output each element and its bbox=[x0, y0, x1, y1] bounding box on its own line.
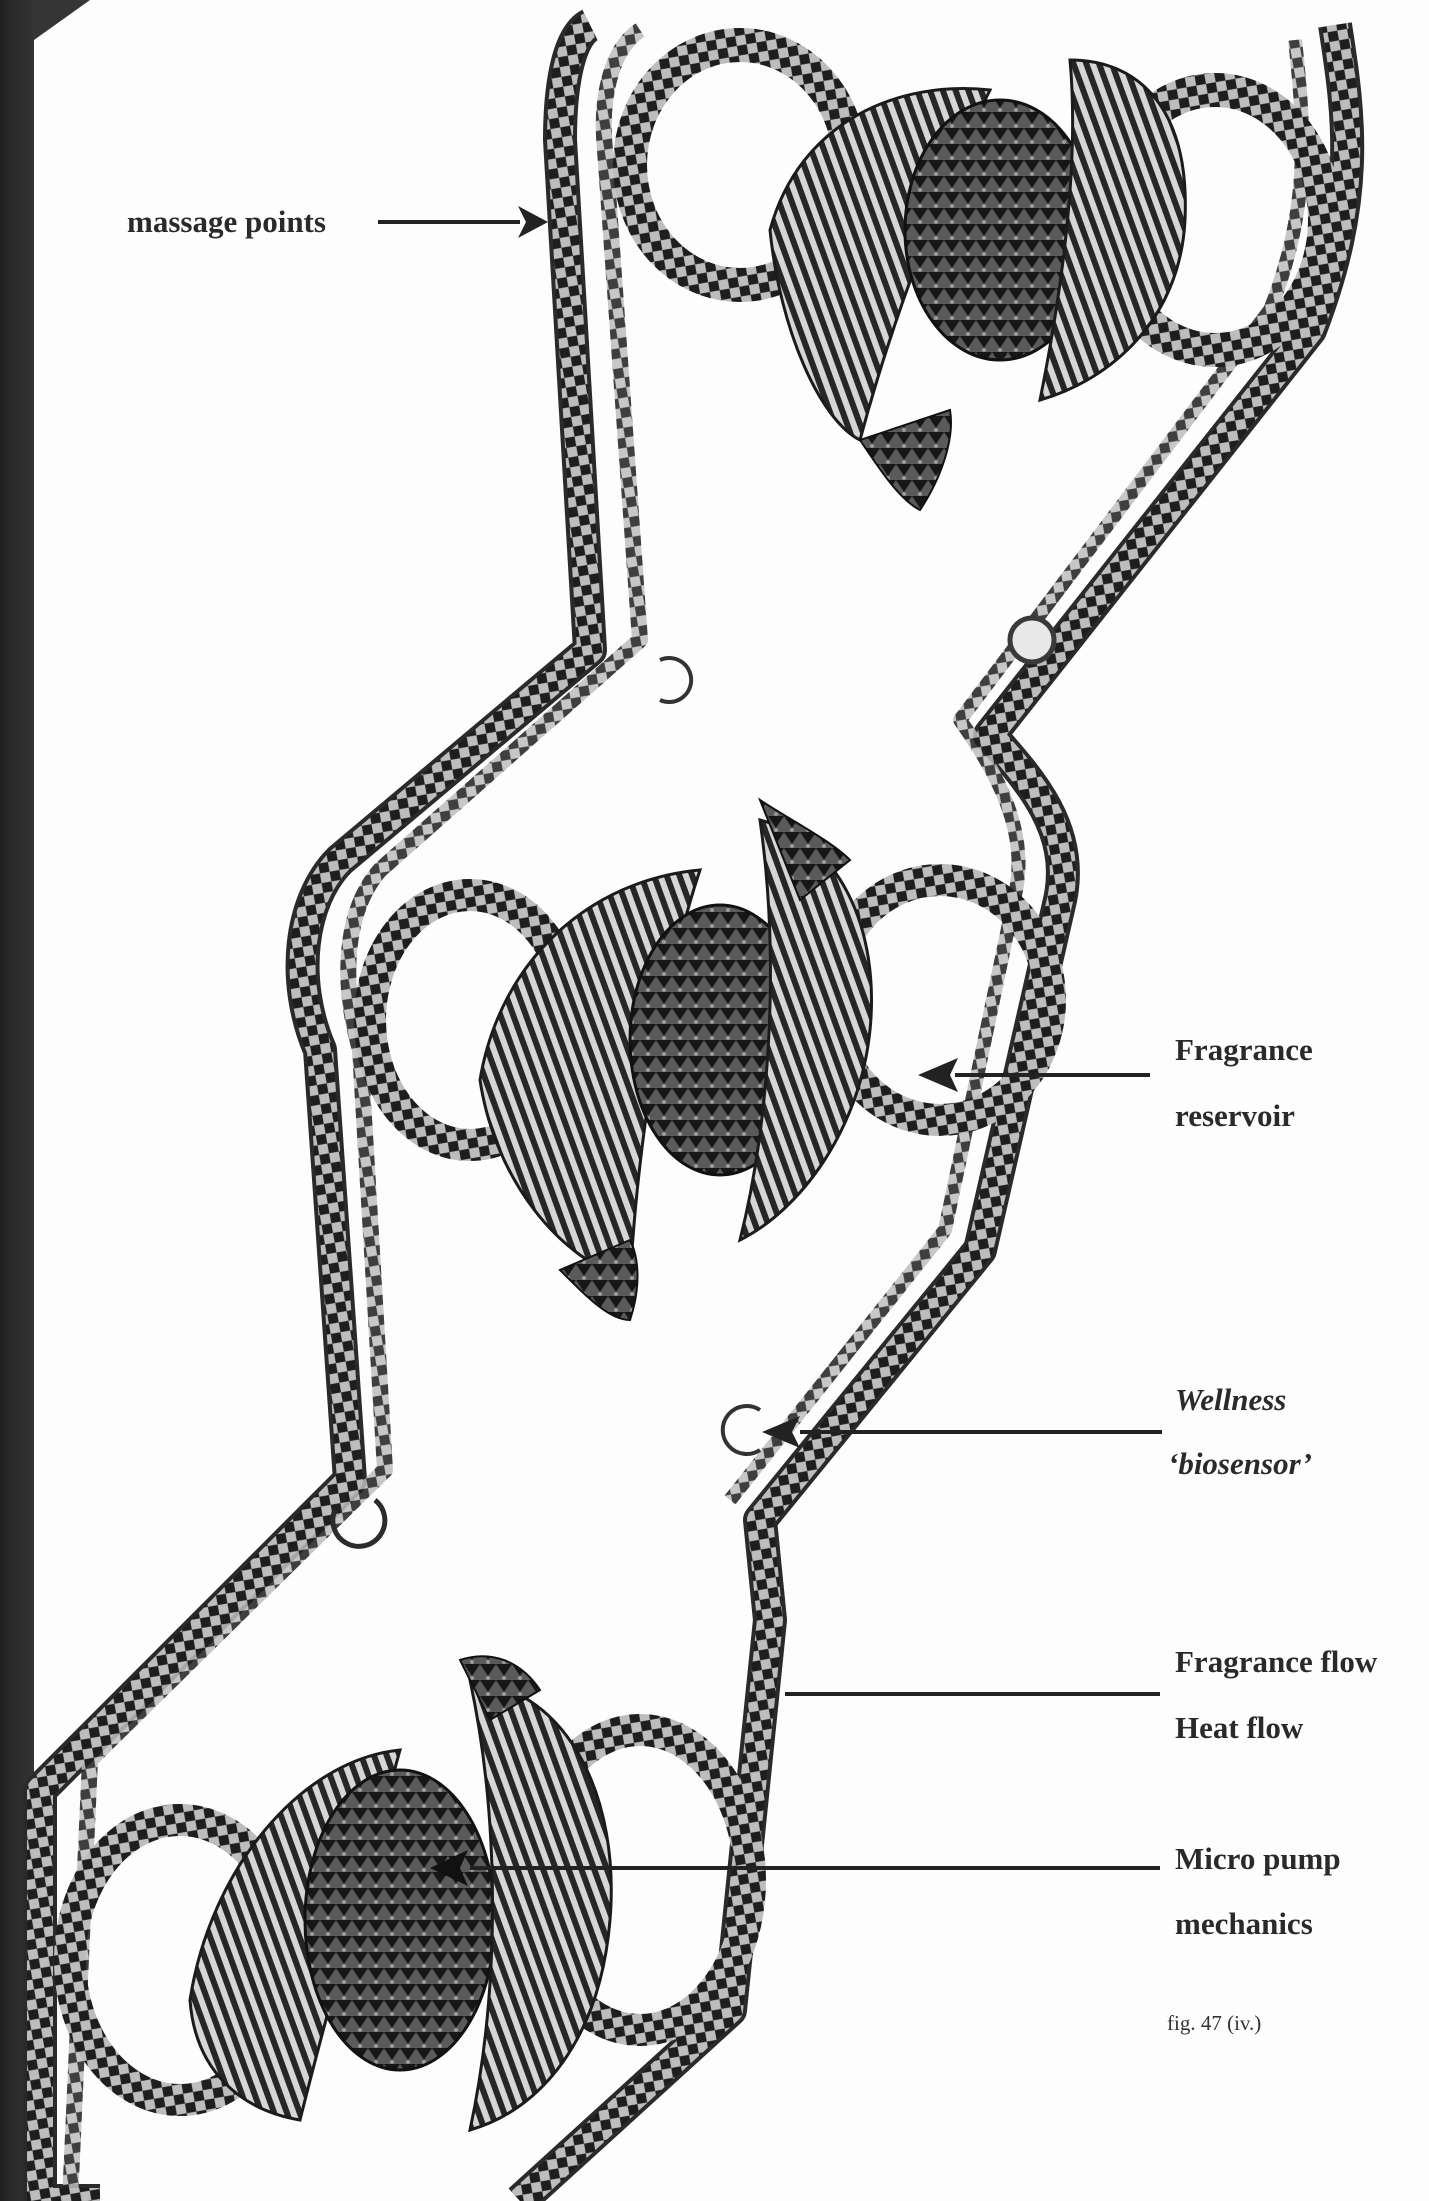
label-massage-points: massage points bbox=[127, 206, 326, 237]
label-fragrance-reservoir-line2: reservoir bbox=[1175, 1100, 1295, 1131]
biosensor-top-right bbox=[1010, 618, 1054, 662]
arrow-massage-points bbox=[378, 206, 548, 238]
label-wellness-biosensor-line1: Wellness bbox=[1175, 1384, 1286, 1415]
module-bottom bbox=[70, 1656, 750, 2130]
label-micro-pump-line1: Micro pump bbox=[1175, 1843, 1341, 1874]
label-wellness-biosensor-line2: ‘biosensor’ bbox=[1168, 1448, 1312, 1479]
label-fragrance-flow: Fragrance flow bbox=[1175, 1646, 1377, 1677]
helix-core bbox=[305, 1770, 495, 2070]
helix-tail bbox=[860, 410, 951, 510]
biosensor-top-left bbox=[660, 658, 691, 702]
label-heat-flow: Heat flow bbox=[1175, 1712, 1303, 1743]
biosensor-middle bbox=[723, 1406, 760, 1454]
figure-caption: fig. 47 (iv.) bbox=[1167, 2011, 1261, 2036]
label-fragrance-reservoir-line1: Fragrance bbox=[1175, 1034, 1313, 1065]
label-micro-pump-line2: mechanics bbox=[1175, 1908, 1313, 1939]
module-middle bbox=[370, 800, 1050, 1320]
